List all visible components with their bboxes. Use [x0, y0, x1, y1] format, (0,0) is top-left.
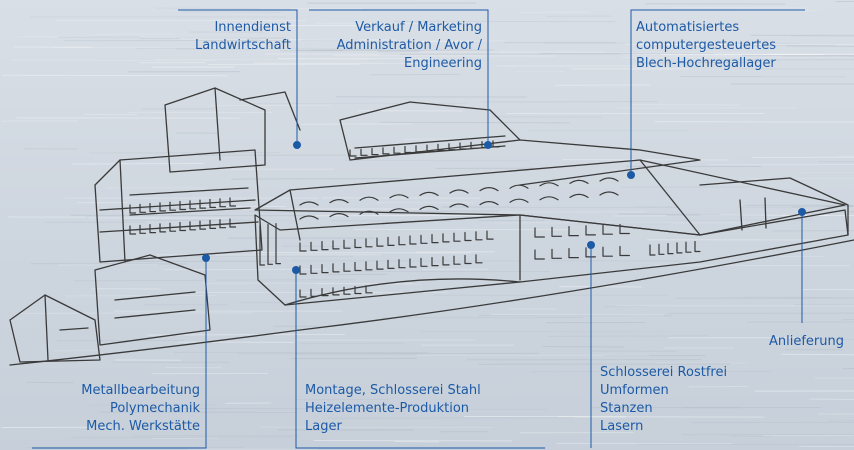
label-innendienst: Innendienst Landwirtschaft	[195, 20, 291, 53]
main-hall-roof	[254, 159, 846, 236]
label-verkauf: Verkauf / Marketing Administration / Avo…	[336, 20, 482, 71]
annex-building	[94, 254, 211, 346]
left-office-block	[94, 149, 263, 263]
right-wing	[699, 177, 849, 236]
label-rostfrei: Schlosserei Rostfrei Umformen Stanzen La…	[600, 365, 728, 434]
upper-left-building	[164, 87, 266, 173]
label-montage: Montage, Schlosserei Stahl Heizelemente-…	[305, 383, 481, 434]
label-metall: Metallbearbeitung Polymechanik Mech. Wer…	[81, 383, 200, 434]
label-anlieferung: Anlieferung	[768, 334, 844, 349]
label-lager-auto: Automatisiertes computergesteuertes Blec…	[636, 20, 777, 71]
